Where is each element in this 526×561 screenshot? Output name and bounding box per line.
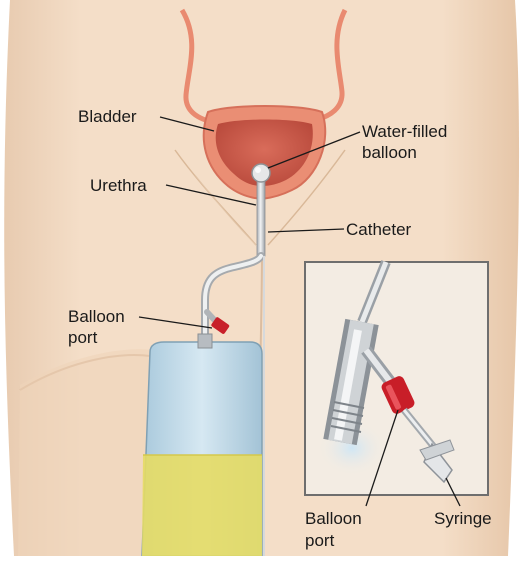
urine-fill bbox=[142, 455, 262, 556]
bag-connector bbox=[198, 334, 212, 348]
label-balloon-port-line2: port bbox=[68, 327, 97, 348]
catheter-tube bbox=[257, 176, 265, 256]
label-syringe: Syringe bbox=[434, 508, 492, 529]
label-water-filled-line2: balloon bbox=[362, 142, 417, 163]
label-urethra: Urethra bbox=[90, 175, 147, 196]
label-inset-balloon-port-line1: Balloon bbox=[305, 508, 362, 529]
label-balloon-port-line1: Balloon bbox=[68, 306, 125, 327]
label-bladder: Bladder bbox=[78, 106, 137, 127]
label-inset-balloon-port-line2: port bbox=[305, 530, 334, 551]
water-filled-balloon bbox=[252, 164, 270, 182]
label-catheter: Catheter bbox=[346, 219, 411, 240]
thigh-left bbox=[18, 349, 160, 556]
label-water-filled-line1: Water-filled bbox=[362, 121, 447, 142]
